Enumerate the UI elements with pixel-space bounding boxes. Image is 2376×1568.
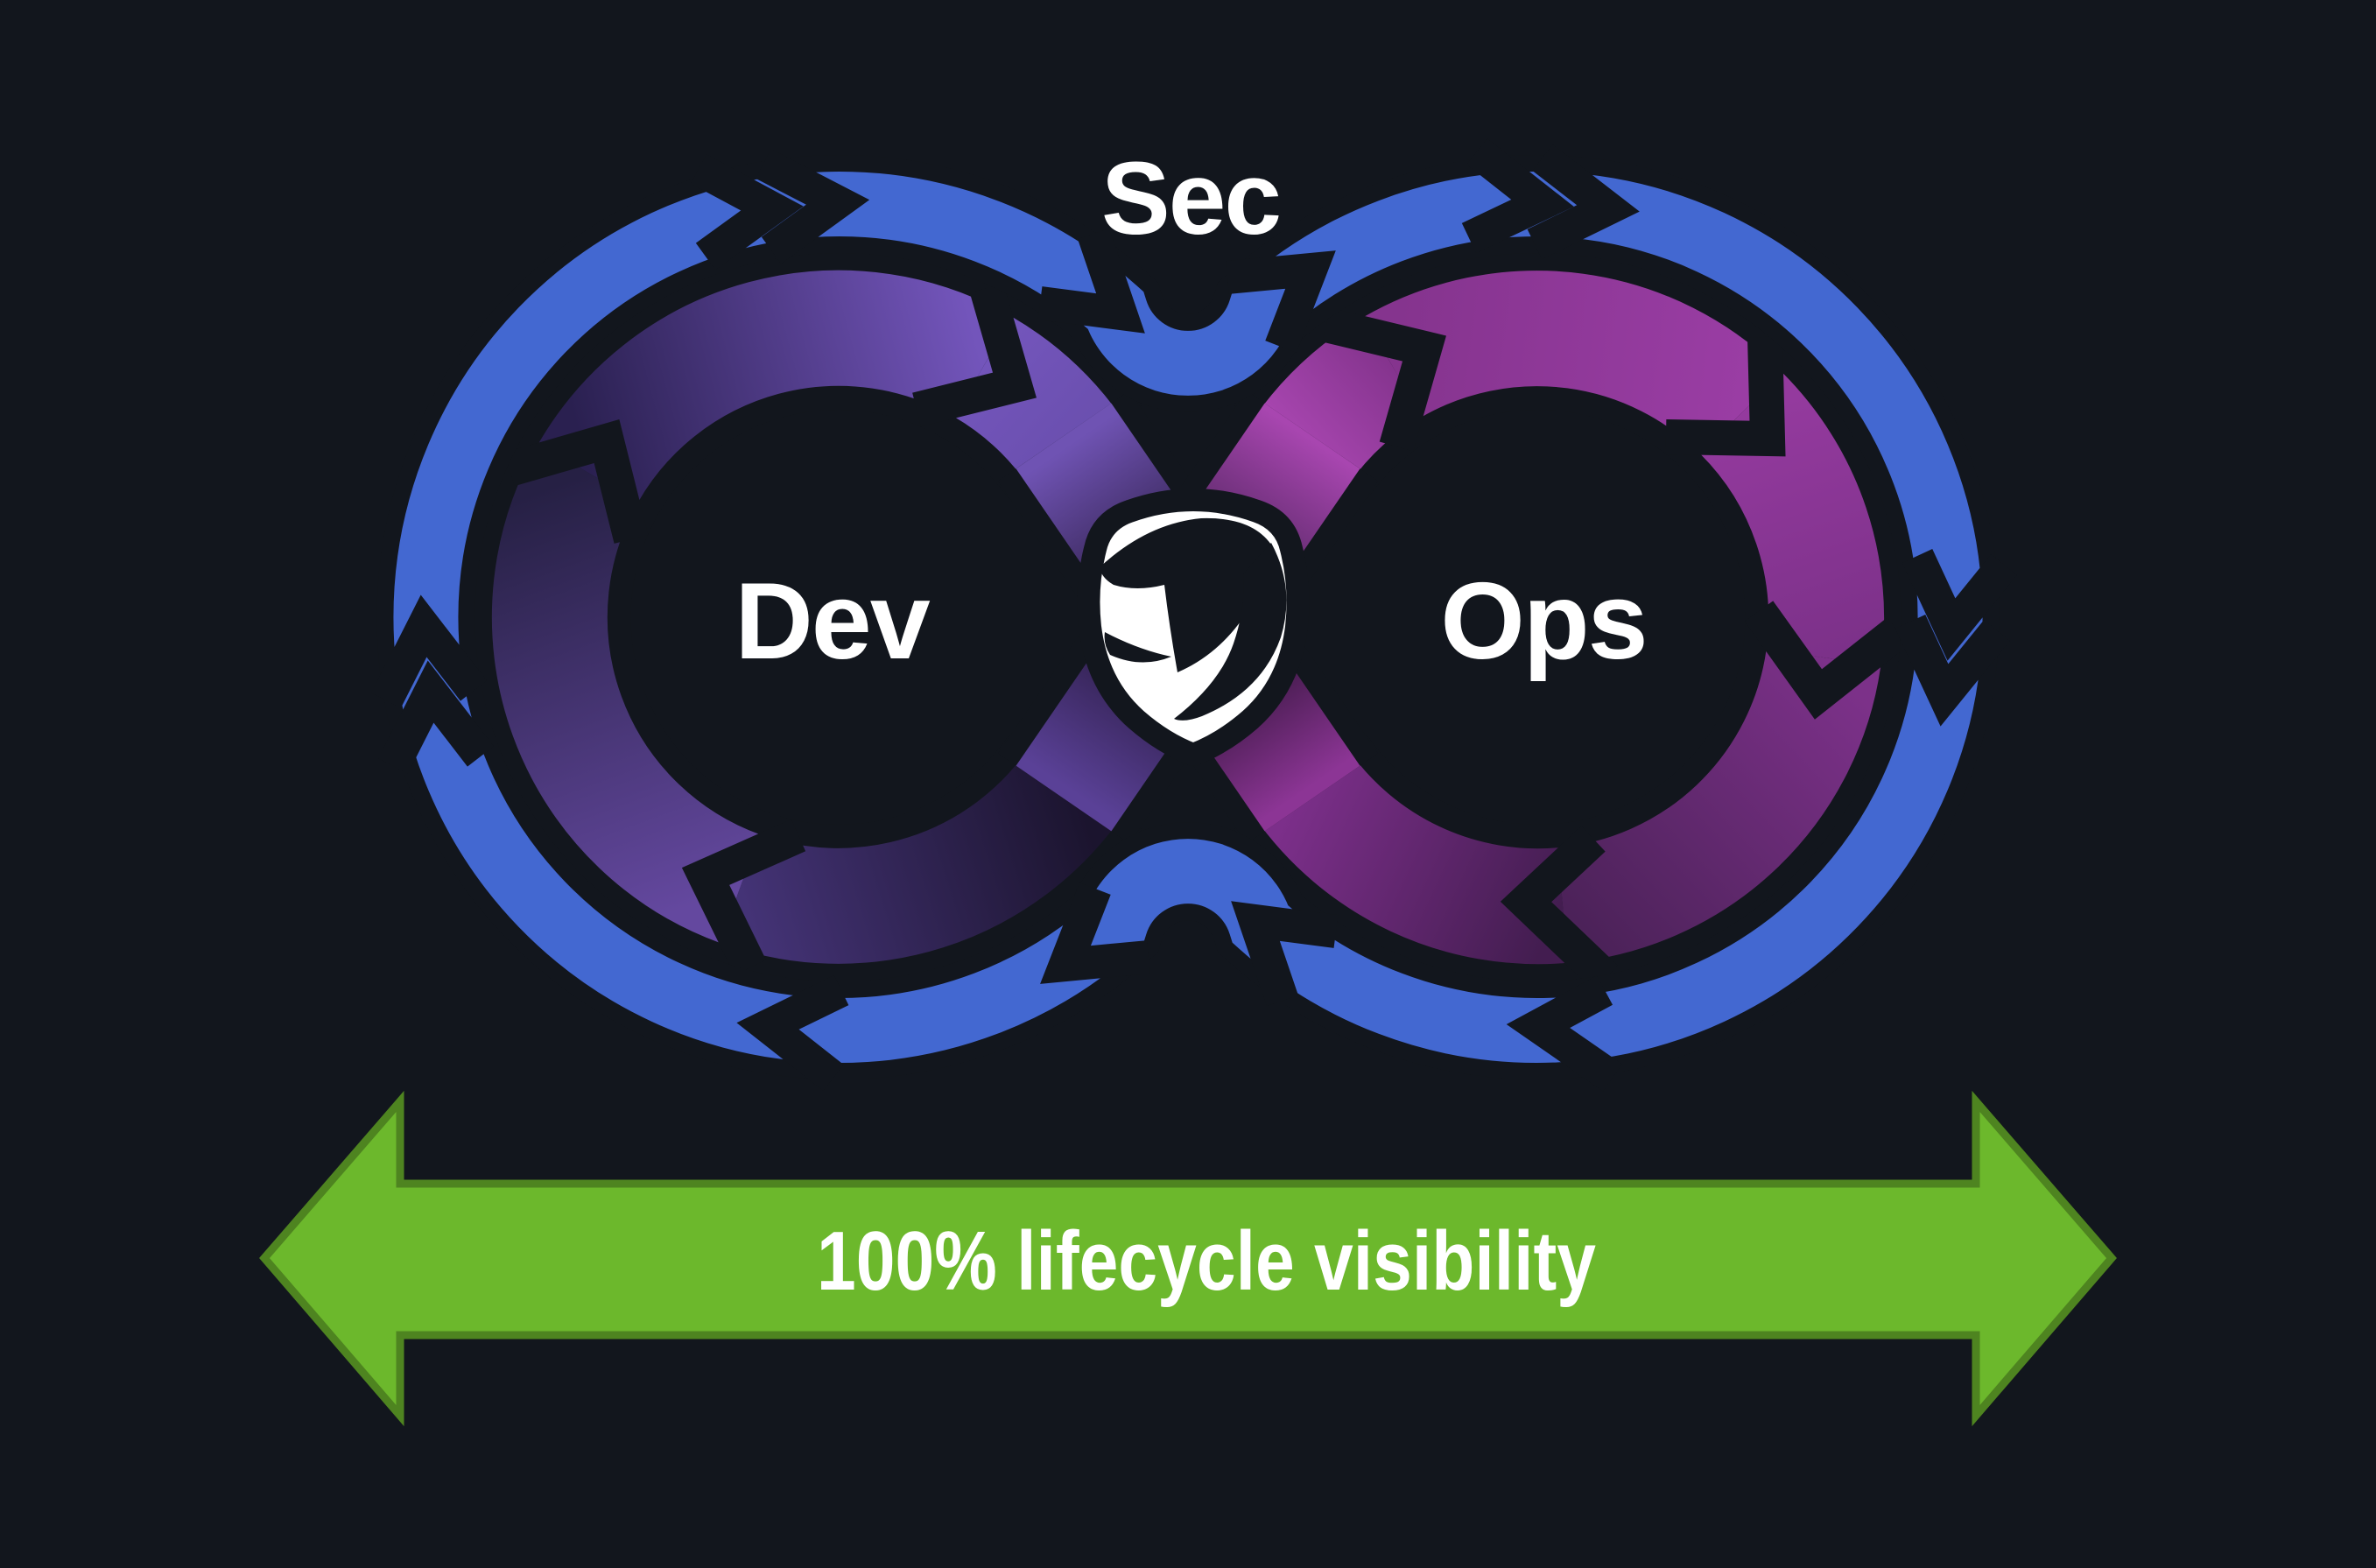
blue-loop-chevron-cuts	[371, 138, 2017, 1092]
flow-chevron-icon	[912, 283, 1037, 427]
flow-chevron-icon	[736, 974, 849, 1091]
flow-chevron-icon	[1506, 975, 1622, 1092]
banner-label: 100% lifecycle visibility	[817, 1214, 1596, 1308]
dev-ring-segment	[720, 749, 1123, 964]
flow-chevron-icon	[1527, 144, 1640, 260]
shield-swirl-top	[1100, 517, 1273, 672]
flow-chevron-icon	[756, 149, 870, 264]
lifecycle-visibility-banner: 100% lifecycle visibility	[259, 1090, 2117, 1427]
flow-chevron-icon	[1037, 228, 1145, 334]
flow-chevron-icon	[1894, 614, 2010, 727]
purple-ring-chevron-cuts	[504, 283, 1909, 991]
dev-label: Dev	[735, 561, 931, 682]
ops-label: Ops	[1440, 561, 1646, 682]
shield-swirl-bottom-left	[1104, 632, 1171, 663]
flow-chevron-icon	[378, 660, 495, 774]
flow-chevron-icon	[681, 819, 806, 975]
flow-chevron-icon	[1322, 307, 1446, 452]
shield-security-icon	[1077, 489, 1310, 766]
dev-ring-segment	[538, 270, 1012, 503]
flow-chevron-icon	[1040, 882, 1150, 984]
flow-chevron-icon	[504, 419, 649, 544]
flow-chevron-icon	[1461, 138, 1574, 254]
flow-chevron-icon	[1665, 336, 1786, 457]
flow-chevron-icon	[1744, 601, 1909, 720]
flow-chevron-icon	[1500, 826, 1618, 991]
flow-chevron-icon	[1226, 250, 1336, 353]
flow-chevron-icon	[371, 594, 488, 708]
shield-swirl-right	[1174, 543, 1287, 721]
flow-chevron-icon	[1902, 548, 2017, 661]
sec-label: Sec	[1101, 141, 1280, 257]
double-arrow-shape	[259, 1090, 2117, 1427]
dev-ring-segment	[491, 444, 761, 944]
flow-chevron-icon	[691, 154, 804, 271]
flow-chevron-icon	[1231, 901, 1339, 1007]
